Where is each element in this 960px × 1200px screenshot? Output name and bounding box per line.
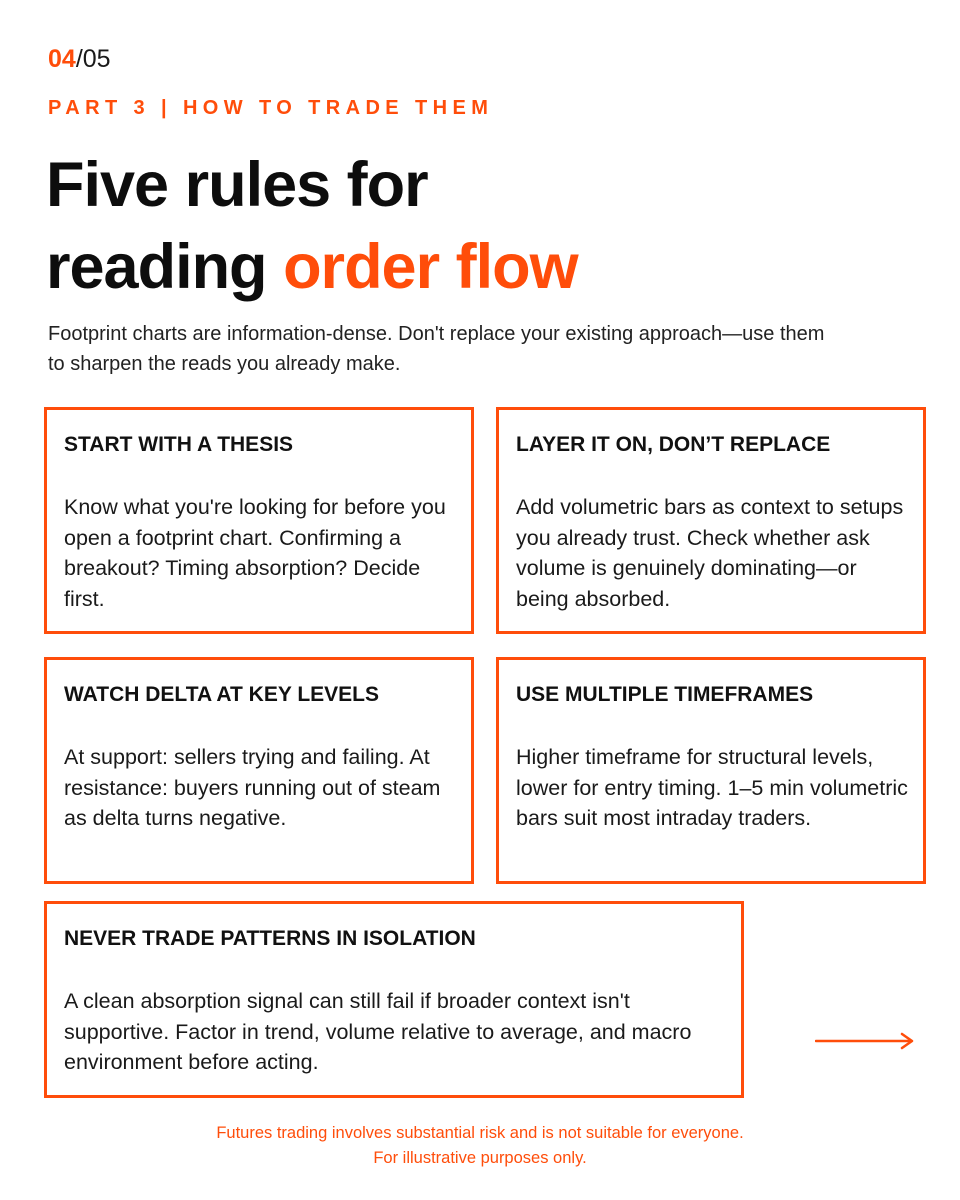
rule-card-multiple-timeframes: USE MULTIPLE TIMEFRAMES Higher timeframe… (496, 657, 926, 884)
rule-body: Know what you're looking for before you … (64, 495, 446, 611)
disclaimer-line-2: For illustrative purposes only. (373, 1149, 587, 1167)
rule-body: Add volumetric bars as context to setups… (516, 495, 904, 611)
rule-title: START WITH A THESIS (64, 433, 294, 456)
rule-body: At support: sellers trying and failing. … (64, 745, 441, 830)
title-line-2-lead: reading (46, 232, 284, 302)
risk-disclaimer: Futures trading involves substantial ris… (0, 1121, 960, 1171)
title-line-1: Five rules for (46, 150, 429, 220)
page-counter: 04/05 (48, 44, 111, 74)
page-current: 04 (48, 45, 76, 73)
disclaimer-line-1: Futures trading involves substantial ris… (216, 1124, 744, 1142)
rule-card-layer-it-on: LAYER IT ON, DON’T REPLACE Add volumetri… (496, 407, 926, 634)
section-eyebrow: PART 3 | HOW TO TRADE THEM (48, 97, 494, 119)
rule-title: WATCH DELTA AT KEY LEVELS (64, 683, 379, 706)
rule-title: NEVER TRADE PATTERNS IN ISOLATION (64, 927, 476, 950)
page-total: 05 (82, 45, 111, 73)
rule-card-start-with-thesis: START WITH A THESIS Know what you're loo… (44, 407, 474, 634)
rule-body: Higher timeframe for structural levels, … (516, 745, 908, 830)
rule-card-never-in-isolation: NEVER TRADE PATTERNS IN ISOLATION A clea… (44, 901, 744, 1098)
page-title: Five rules for reading order flow (46, 144, 579, 308)
rule-title: LAYER IT ON, DON’T REPLACE (516, 433, 831, 456)
title-accent: order flow (283, 232, 579, 302)
intro-paragraph: Footprint charts are information-dense. … (48, 323, 825, 375)
rule-card-watch-delta: WATCH DELTA AT KEY LEVELS At support: se… (44, 657, 474, 884)
arrow-right-icon[interactable] (815, 1030, 915, 1052)
rule-body: A clean absorption signal can still fail… (64, 989, 692, 1074)
page-separator: / (75, 45, 83, 73)
rule-title: USE MULTIPLE TIMEFRAMES (516, 683, 814, 706)
